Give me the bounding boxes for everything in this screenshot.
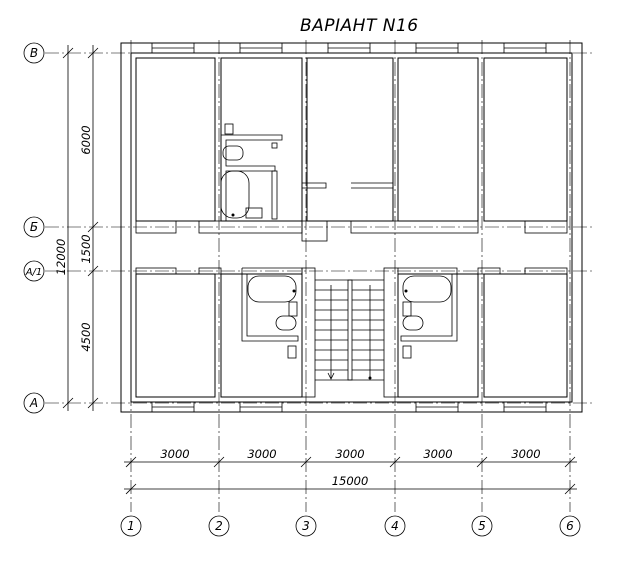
dim-v-4500: 4500: [79, 322, 93, 351]
axis-marker-a1: [23, 260, 45, 282]
corridor-walls: [135, 220, 568, 275]
plan-title: ВАРІАНТ N16: [300, 16, 419, 36]
dim-v-total: 12000: [54, 239, 68, 276]
dim-h-1: 3000: [160, 447, 189, 461]
axis-label-b: Б: [30, 220, 38, 234]
axis-label-1: 1: [127, 519, 135, 533]
axis-marker-b: [23, 216, 45, 238]
dim-h-3: 3000: [335, 447, 364, 461]
dim-h-5: 3000: [511, 447, 540, 461]
dim-v-6000: 6000: [79, 125, 93, 154]
axis-markers-letters: В Б А/1 А: [23, 42, 45, 414]
windows-bottom: [151, 401, 547, 413]
axis-marker-a: [23, 392, 45, 414]
windows-top: [151, 42, 547, 54]
rooms-upper: [135, 57, 568, 222]
dim-v-1500: 1500: [79, 234, 93, 263]
dim-h-total: 15000: [332, 474, 369, 488]
axis-marker-v: [23, 42, 45, 64]
axis-label-v: В: [30, 46, 38, 60]
rooms-lower: [135, 273, 568, 398]
dim-h-4: 3000: [423, 447, 452, 461]
axis-centerlines: [45, 40, 592, 512]
dim-h-2: 3000: [247, 447, 276, 461]
axis-label-5: 5: [478, 519, 486, 533]
stairwell: [301, 267, 399, 398]
axis-label-3: 3: [302, 519, 310, 533]
axis-label-a: А: [29, 396, 38, 410]
central-partition: [302, 182, 394, 189]
axis-label-2: 2: [215, 519, 223, 533]
bathroom-upper: [220, 123, 283, 221]
axis-markers-numbers: 1 2 3 4 5 6: [120, 515, 581, 537]
axis-label-6: 6: [566, 519, 574, 533]
dimensions-horizontal: 3000 3000 3000 3000 3000 15000: [124, 447, 577, 495]
axis-label-a1: А/1: [25, 267, 43, 278]
dimensions-vertical: 6000 1500 4500 12000: [54, 45, 99, 411]
bathroom-lower-right: [398, 267, 458, 359]
axis-label-4: 4: [391, 519, 399, 533]
